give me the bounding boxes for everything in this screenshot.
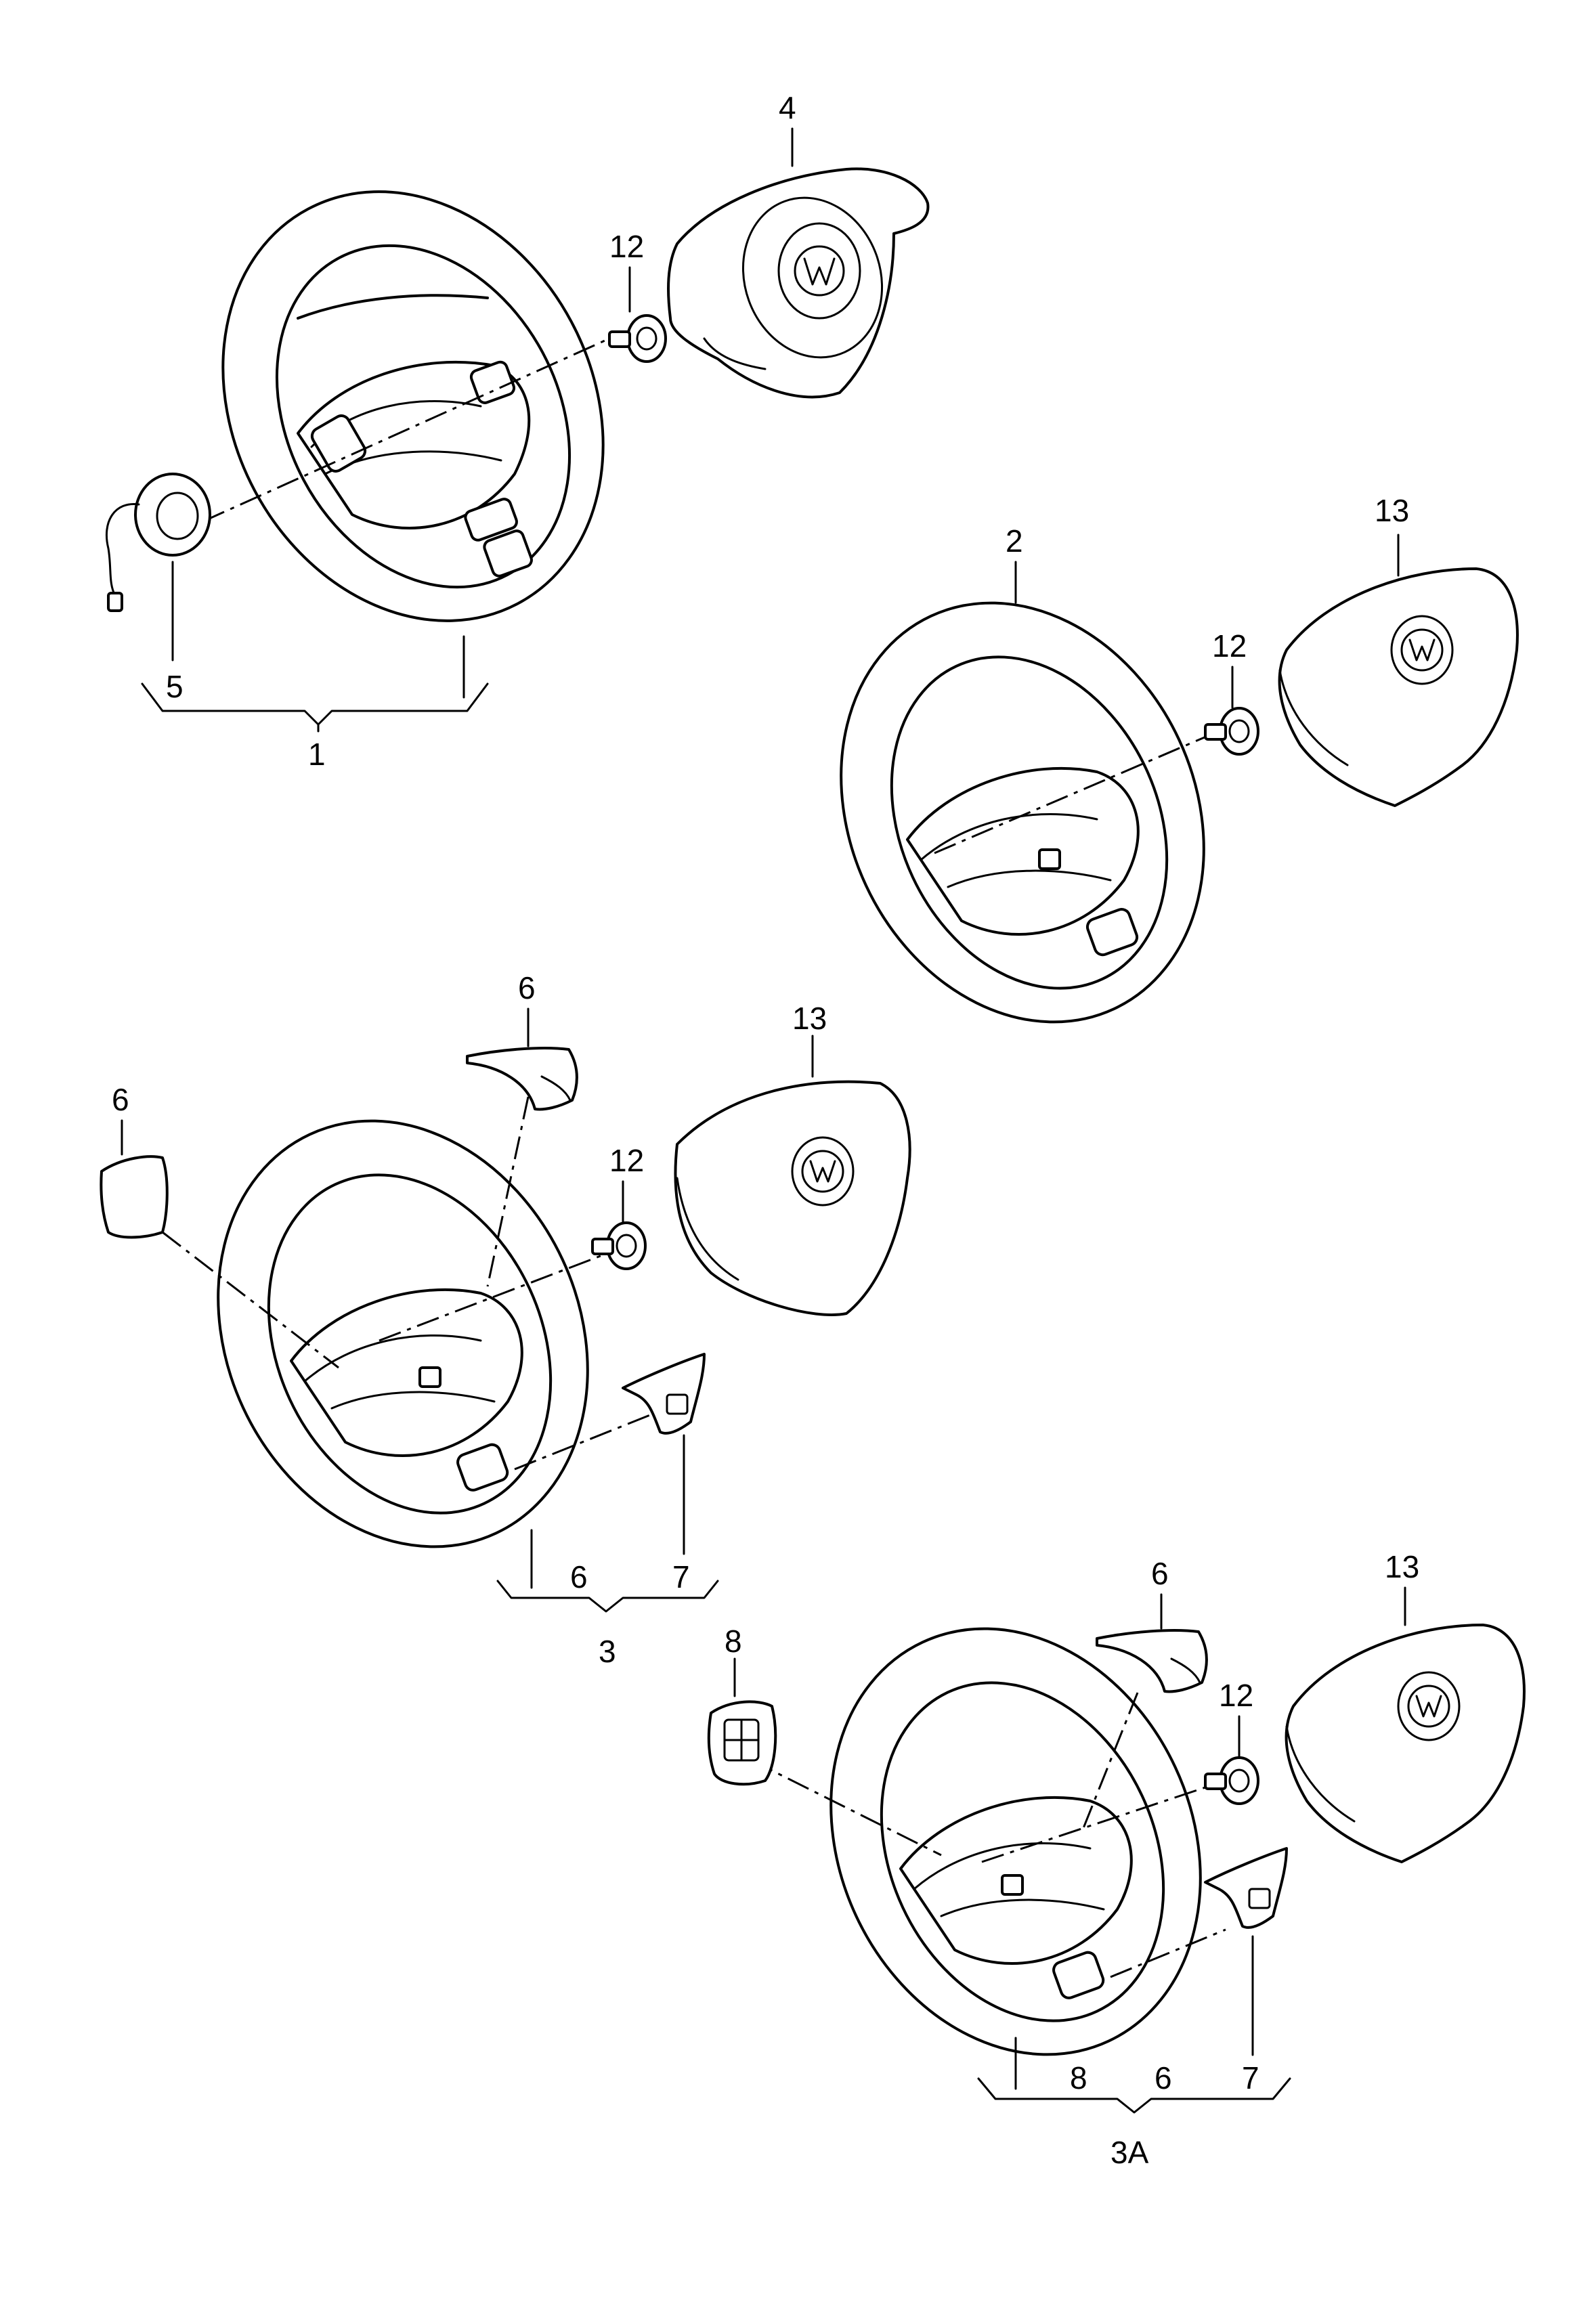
trim-cover-6-top[interactable]: [466, 1047, 578, 1111]
label-2: 2: [1006, 523, 1023, 559]
airbag-module-13-b[interactable]: [674, 1080, 911, 1316]
assembly-2: 2 13 12: [775, 493, 1519, 1082]
steering-wheel-3a[interactable]: [763, 1568, 1268, 2116]
airbag-module-4[interactable]: [667, 167, 930, 399]
label-3a: 3A: [1110, 2135, 1149, 2170]
bolt-12-d[interactable]: [1204, 1756, 1259, 1805]
label-6-left: 6: [112, 1082, 129, 1117]
steering-wheel-2[interactable]: [775, 543, 1271, 1082]
trim-cover-6-3a[interactable]: [1096, 1629, 1208, 1693]
label-3-6: 6: [570, 1559, 588, 1594]
label-12-b: 12: [1212, 628, 1247, 664]
steering-wheel-3[interactable]: [150, 1060, 655, 1608]
label-12-c: 12: [609, 1143, 644, 1178]
airbag-module-13-c[interactable]: [1285, 1624, 1526, 1863]
label-12-d: 12: [1219, 1678, 1253, 1713]
label-3a-6: 6: [1155, 2060, 1172, 2095]
bolt-12-b[interactable]: [1204, 707, 1259, 756]
label-6-3a: 6: [1151, 1556, 1169, 1591]
assembly-1: 4 12 5 1: [105, 90, 930, 772]
switch-cover-7-3a[interactable]: [1204, 1847, 1288, 1929]
assembly-3a: 8 6 13 12 8 6 7 3A: [707, 1549, 1526, 2170]
assembly-3: 6 6 13 12 6 7 3: [100, 970, 911, 1669]
label-1: 1: [308, 737, 326, 772]
label-4: 4: [779, 90, 796, 125]
label-5: 5: [166, 669, 184, 704]
label-12-a: 12: [609, 229, 644, 264]
switch-cover-7[interactable]: [622, 1353, 706, 1435]
label-3: 3: [599, 1634, 616, 1669]
switch-module-8[interactable]: [707, 1700, 777, 1786]
label-3a-7: 7: [1242, 2060, 1259, 2095]
label-6-top: 6: [518, 970, 536, 1005]
label-3-7: 7: [672, 1559, 690, 1594]
label-13-b: 13: [792, 1001, 827, 1036]
airbag-module-13-a[interactable]: [1278, 567, 1519, 807]
label-13-c: 13: [1385, 1549, 1419, 1584]
bolt-12-c[interactable]: [591, 1221, 647, 1270]
trim-cover-6-left[interactable]: [100, 1155, 169, 1239]
clock-spring-5[interactable]: [105, 473, 211, 612]
label-3a-8: 8: [1070, 2060, 1087, 2095]
label-8: 8: [725, 1624, 742, 1659]
label-13-a: 13: [1375, 493, 1409, 528]
steering-wheel-1[interactable]: [150, 125, 676, 688]
bolt-12-a[interactable]: [608, 314, 667, 363]
